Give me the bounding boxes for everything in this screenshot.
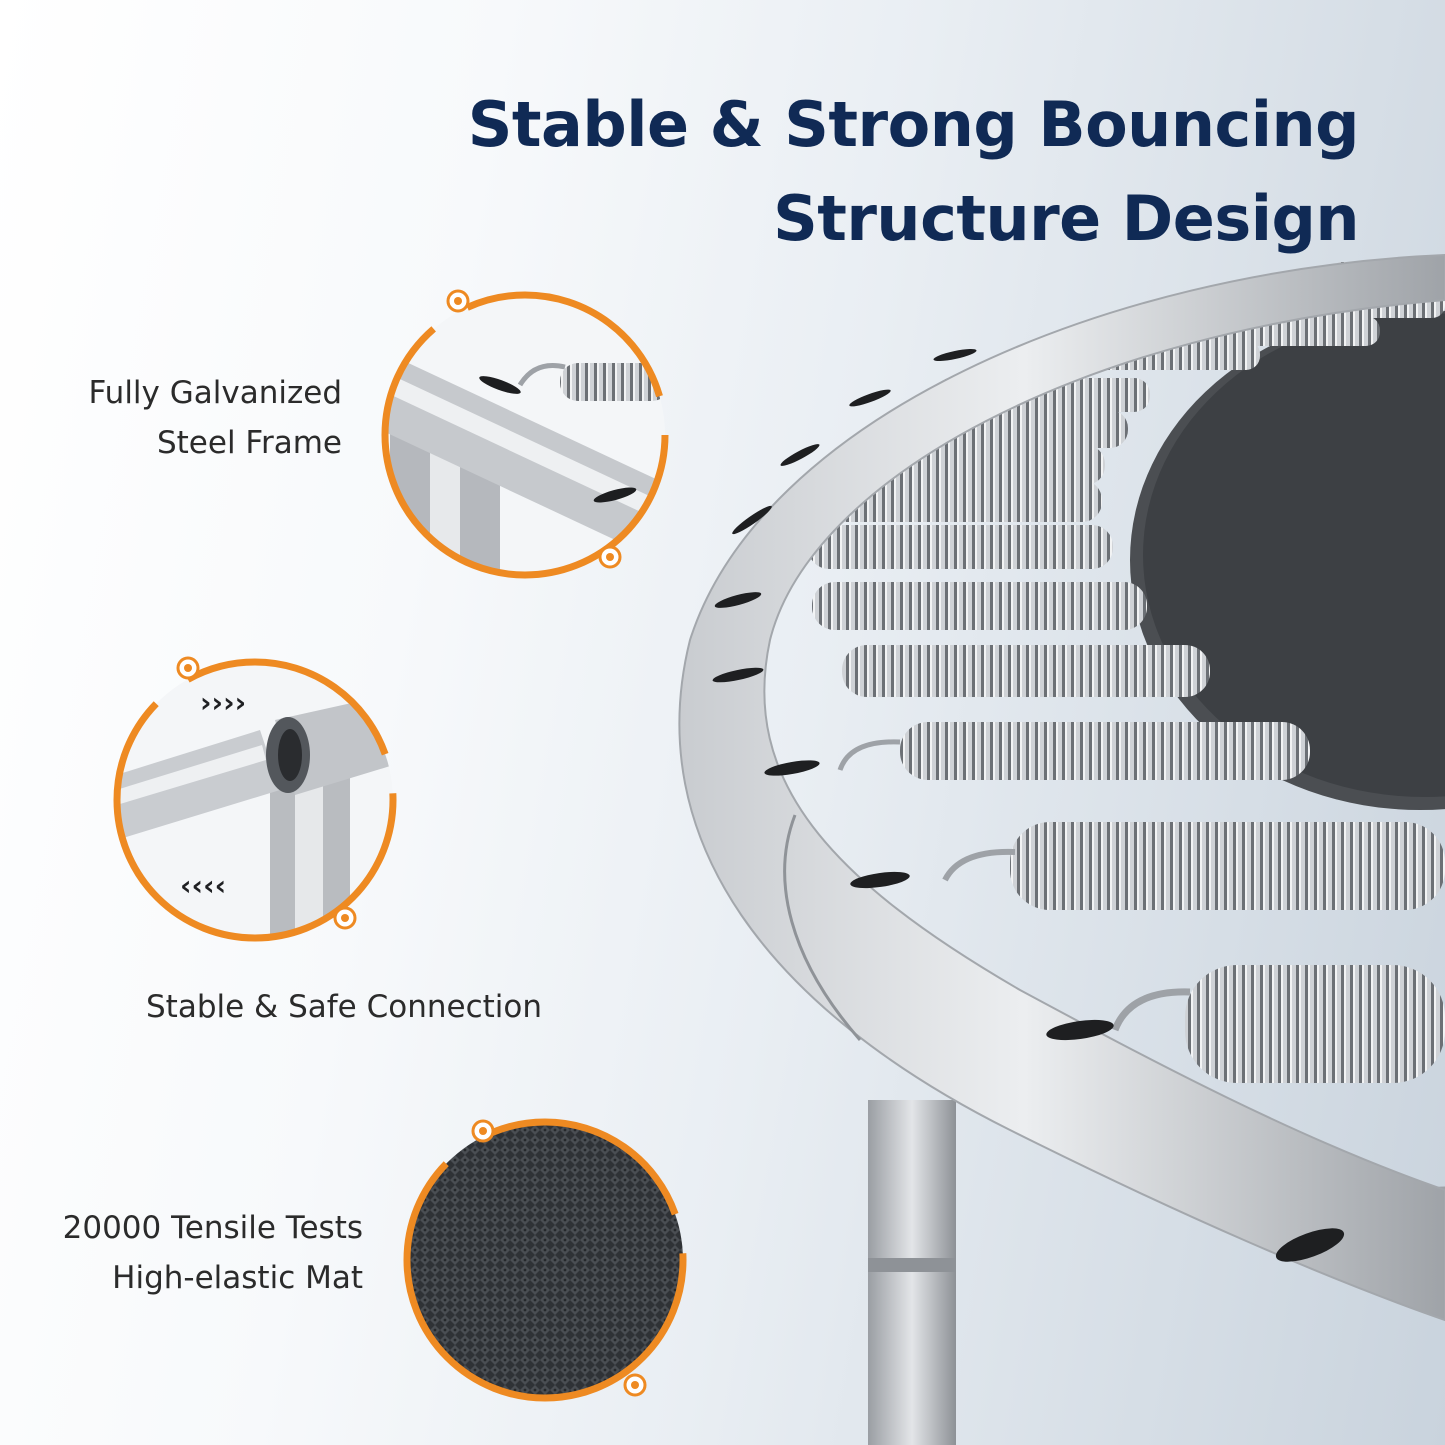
push-arrows-icon: ›››› ‹‹‹‹ [180, 686, 246, 902]
frame-tube [678, 253, 1445, 1322]
feature-frame-label: Fully Galvanized Steel Frame [88, 375, 342, 461]
svg-text:››››: ›››› [200, 686, 246, 719]
svg-text:‹‹‹‹: ‹‹‹‹ [180, 869, 226, 902]
tube-connection-icon: ›››› ‹‹‹‹ [113, 656, 397, 942]
mat-texture-icon [403, 1118, 687, 1402]
feature-connection-label: Stable & Safe Connection [146, 989, 542, 1025]
page-title-line-2: Structure Design [773, 182, 1359, 255]
feature-mat-label: 20000 Tensile Tests High-elastic Mat [62, 1210, 363, 1296]
frame-closeup-icon [381, 289, 669, 579]
page-title-line-1: Stable & Strong Bouncing [467, 88, 1360, 161]
frame-slots [712, 348, 1345, 1262]
page-title: Stable & Strong Bouncing Structure Desig… [459, 78, 1360, 266]
frame-leg [868, 1100, 956, 1445]
